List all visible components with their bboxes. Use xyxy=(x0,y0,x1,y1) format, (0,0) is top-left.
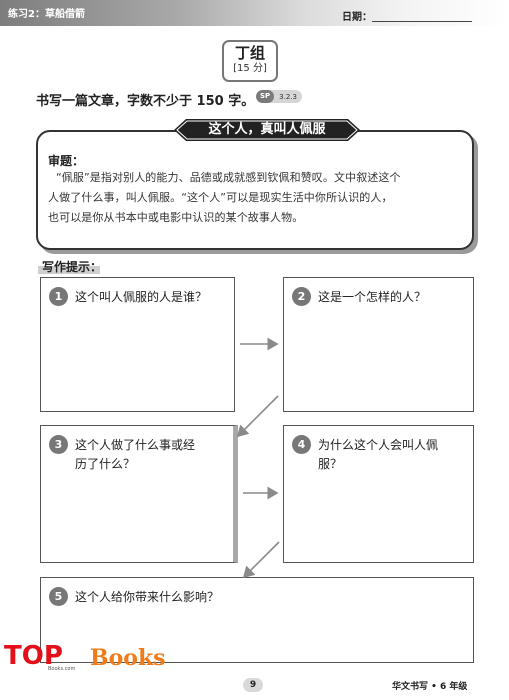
topic-line-1: “佩服”是指对别人的能力、品德或成就感到钦佩和赞叹。文中叙述这个 xyxy=(56,171,401,184)
topic-line-3: 也可以是你从书本中或电影中认识的某个故事人物。 xyxy=(48,211,304,224)
question-number-2: 2 xyxy=(292,287,311,306)
answer-box-1[interactable]: 1 这个叫人佩服的人是谁？ xyxy=(40,277,235,412)
watermark-logo-books: Books xyxy=(90,645,166,671)
question-number-3: 3 xyxy=(49,435,68,454)
instruction-text: 书写一篇文章，字数不少于 150 字。 xyxy=(36,94,255,109)
sp-badge: SP 3.2.3 xyxy=(256,90,302,103)
banner-shape xyxy=(174,119,360,141)
group-title: 丁组 xyxy=(234,44,265,62)
question-text-4: 为什么这个人会叫人佩 服？ xyxy=(318,436,438,474)
group-badge: 丁组 [15 分] xyxy=(222,40,278,82)
sp-code: 3.2.3 xyxy=(279,92,297,101)
answer-box-5[interactable]: 5 这个人给你带来什么影响？ xyxy=(40,577,474,663)
question-number-4: 4 xyxy=(292,435,311,454)
topic-line-2: 人做了什么事，叫人佩服。“这个人”可以是现实生活中你所认识的人， xyxy=(48,191,393,204)
question-number-5: 5 xyxy=(49,587,68,606)
answer-box-2[interactable]: 2 这是一个怎样的人？ xyxy=(283,277,474,412)
date-label: 日期： xyxy=(342,12,372,23)
sp-label: SP xyxy=(256,90,275,103)
watermark-logo-top: TOP xyxy=(4,641,63,671)
subject-label: 华文书写 • 6 年级 xyxy=(392,682,468,692)
tips-heading: 写作提示： xyxy=(42,260,103,274)
group-time: [15 分] xyxy=(233,63,267,74)
arrow-2-to-3 xyxy=(236,395,279,438)
arrow-4-to-5 xyxy=(242,541,280,579)
question-text-3-line-1: 这个人做了什么事或经 xyxy=(75,438,196,452)
topic-head: 审题： xyxy=(48,154,85,168)
topic-title: 这个人，真叫人佩服 xyxy=(208,122,326,137)
question-text-3: 这个人做了什么事或经 历了什么？ xyxy=(75,436,195,474)
question-text-3-line-2: 历了什么？ xyxy=(75,457,136,471)
tips-underline xyxy=(38,266,100,274)
question-number-1: 1 xyxy=(49,287,68,306)
watermark-logo-small: Books.com xyxy=(48,666,76,672)
lesson-label: 练习2：草船借箭 xyxy=(8,9,85,20)
question-text-4-line-1: 为什么这个人会叫人佩 xyxy=(318,438,439,452)
question-text-1: 这个叫人佩服的人是谁？ xyxy=(75,290,208,304)
answer-box-4[interactable]: 4 为什么这个人会叫人佩 服？ xyxy=(283,425,474,563)
answer-box-3[interactable]: 3 这个人做了什么事或经 历了什么？ xyxy=(40,425,238,563)
question-text-4-line-2: 服？ xyxy=(318,457,343,471)
topic-banner: 这个人，真叫人佩服 xyxy=(174,119,360,141)
date-field[interactable] xyxy=(372,21,472,22)
question-text-2: 这是一个怎样的人？ xyxy=(318,290,427,304)
topic-box xyxy=(36,130,474,250)
page-number: 9 xyxy=(243,678,263,692)
question-text-5: 这个人给你带来什么影响？ xyxy=(75,590,220,604)
